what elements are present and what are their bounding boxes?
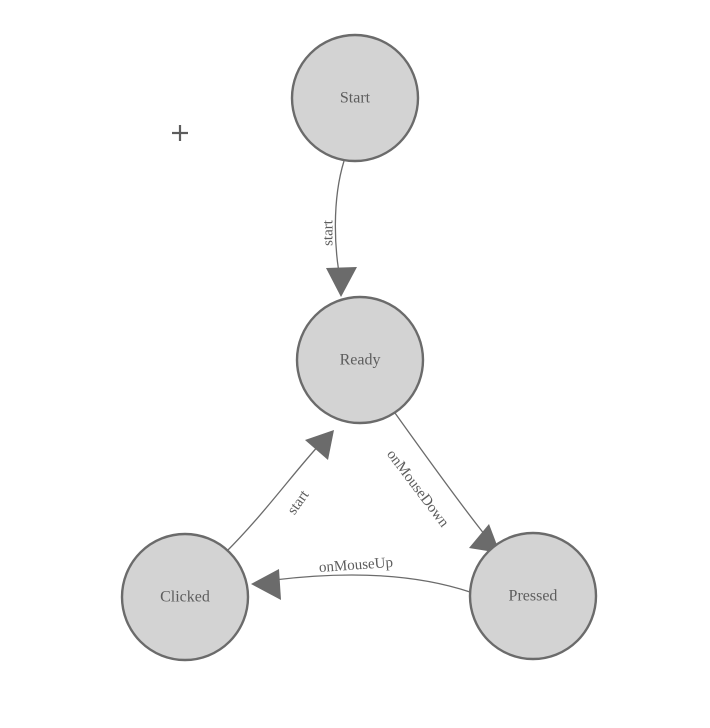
edge-line-ready-to-pressed xyxy=(394,412,490,541)
node-label-start: Start xyxy=(340,90,371,107)
node-clicked[interactable]: Clicked xyxy=(120,532,250,662)
node-circle-ready[interactable] xyxy=(295,295,425,425)
edge-line-clicked-to-ready xyxy=(225,442,322,553)
crosshair-icon xyxy=(172,125,188,141)
node-start[interactable]: Start xyxy=(290,33,420,163)
node-label-clicked: Clicked xyxy=(160,589,210,606)
edge-ready-to-pressed[interactable]: onMouseDown xyxy=(383,412,500,553)
edge-label-clicked-to-ready: start xyxy=(285,487,313,518)
arrowhead-icon-start-to-ready xyxy=(326,267,357,297)
edge-label-ready-to-pressed: onMouseDown xyxy=(383,447,452,531)
cursor-layer xyxy=(172,125,188,141)
node-circle-pressed[interactable] xyxy=(468,531,598,661)
node-label-ready: Ready xyxy=(340,352,381,369)
edge-pressed-to-clicked[interactable]: onMouseUp xyxy=(251,555,471,600)
edge-clicked-to-ready[interactable]: start xyxy=(225,430,334,553)
node-pressed[interactable]: Pressed xyxy=(468,531,598,661)
node-circle-clicked[interactable] xyxy=(120,532,250,662)
arrowhead-icon-pressed-to-clicked xyxy=(251,569,281,600)
edge-start-to-ready[interactable]: start xyxy=(320,160,357,297)
arrowhead-icon-ready-to-pressed xyxy=(469,524,500,553)
edge-line-pressed-to-clicked xyxy=(273,574,471,593)
edge-label-start-to-ready: start xyxy=(320,219,336,246)
node-label-pressed: Pressed xyxy=(509,588,558,605)
edge-label-pressed-to-clicked: onMouseUp xyxy=(318,555,393,576)
node-ready[interactable]: Ready xyxy=(295,295,425,425)
arrowhead-icon-clicked-to-ready xyxy=(305,430,334,460)
node-circle-start[interactable] xyxy=(290,33,420,163)
edge-line-start-to-ready xyxy=(334,160,345,284)
